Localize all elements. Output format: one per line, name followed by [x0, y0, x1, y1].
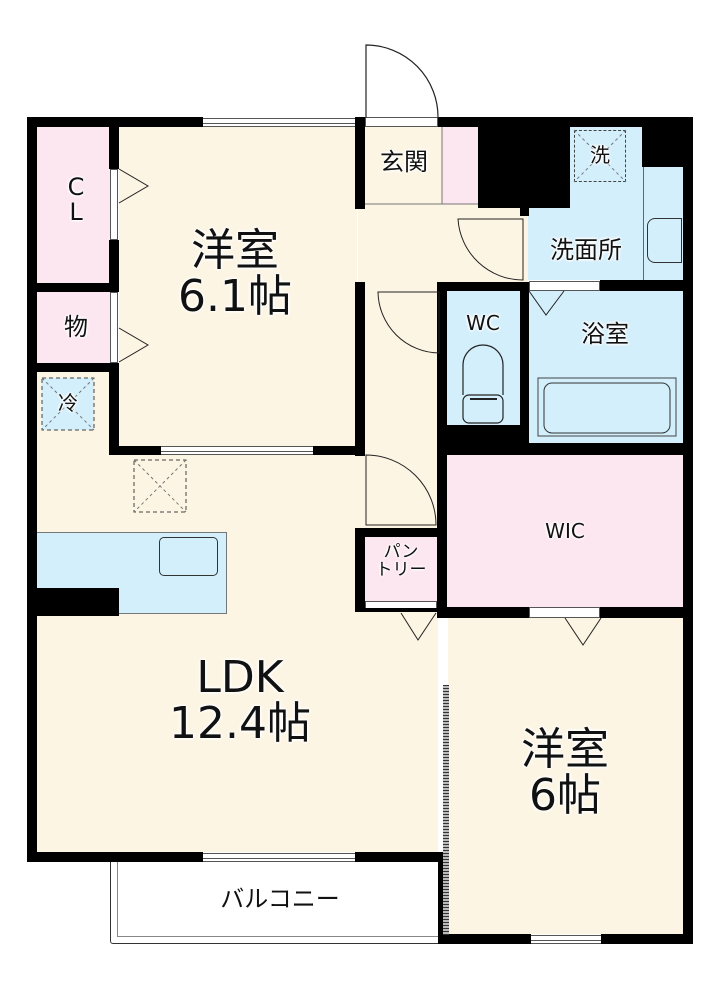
balcony-label: バルコニー — [220, 885, 340, 913]
room2-sliding-wall — [443, 685, 449, 935]
closet-label-line2: L — [69, 198, 83, 227]
pantry-label: パン トリー — [363, 542, 439, 580]
wall-cl-right — [109, 117, 119, 169]
window-room1-bottom — [161, 446, 313, 455]
toilet-label: WC — [466, 311, 500, 335]
wic-door-gap — [529, 607, 600, 618]
outer-wall-bottom-ldk — [27, 852, 203, 862]
pantry-area — [365, 536, 437, 601]
western-room-1-name: 洋室 — [191, 225, 279, 276]
outer-wall-bottom-ldk-r — [355, 852, 448, 862]
wall-wic-bottom-r — [600, 607, 693, 618]
ldk-name: LDK — [196, 652, 284, 703]
window-room2-bottom — [531, 935, 601, 944]
bathroom-label: 浴室 — [581, 320, 629, 348]
storage-door-gap — [110, 292, 118, 363]
western-room-1-label: 洋室 6.1帖 — [160, 225, 310, 323]
wall-wc-top — [437, 282, 528, 291]
pantry-label-line1: パン — [383, 542, 419, 562]
vanity-basin — [647, 218, 682, 263]
closet-door-gap — [110, 169, 118, 240]
entrance-step — [442, 126, 478, 204]
pipe-space-2 — [642, 117, 683, 167]
western-room-2-label: 洋室 6帖 — [490, 724, 640, 822]
wall-room1-right-2 — [355, 282, 365, 455]
storage-label: 物 — [64, 313, 88, 341]
ldk-size: 12.4帖 — [169, 698, 311, 750]
wall-cl-bottom — [27, 283, 119, 292]
entrance-door-gap — [365, 117, 438, 127]
kitchen-sink — [159, 537, 218, 576]
wall-pantry-bottom — [355, 608, 447, 612]
wall-pantry-top — [355, 528, 445, 537]
washroom-label: 洗面所 — [550, 236, 622, 264]
wall-room1-bottom-l — [109, 446, 161, 455]
window-ldk-bottom — [203, 853, 355, 862]
balcony-area — [110, 862, 440, 944]
wall-room1-right — [355, 117, 365, 209]
outer-wall-left — [27, 117, 37, 860]
wic-label: WIC — [545, 519, 585, 543]
wall-pantry-left — [355, 528, 365, 610]
bathroom-area — [528, 291, 683, 443]
window-room1-top — [203, 118, 355, 127]
western-room-2-name: 洋室 — [521, 724, 609, 775]
wall-wash-left — [520, 208, 529, 216]
outer-wall-bottom-room2 — [438, 934, 531, 944]
outer-wall-bottom-room2-r — [601, 934, 693, 944]
fridge-label: 冷 — [58, 391, 78, 415]
closet-area — [36, 126, 116, 283]
vanity-counter — [643, 167, 683, 280]
western-room-2-area — [448, 618, 683, 934]
wall-hall-left-lower — [355, 446, 365, 456]
wall-room1-bottom-r — [313, 446, 365, 455]
wall-storage-bottom — [27, 363, 119, 372]
western-room-1-size: 6.1帖 — [178, 271, 292, 323]
ldk-label: LDK 12.4帖 — [155, 652, 325, 750]
pantry-label-line2: トリー — [375, 559, 427, 580]
wall-bath-bottom — [437, 443, 693, 455]
washer-label: 洗 — [590, 143, 610, 167]
wall-wic-bottom-l — [437, 607, 529, 618]
balcony-inner-rail — [117, 862, 440, 937]
closet-label: C L — [48, 173, 104, 227]
wall-room1-left-lower — [109, 363, 119, 455]
wic-area — [446, 455, 683, 608]
outer-wall-right — [683, 117, 693, 944]
wall-cl-right-2 — [109, 240, 119, 292]
closet-label-line1: C — [67, 173, 85, 201]
western-room-2-size: 6帖 — [529, 770, 601, 822]
wall-wc-right — [520, 282, 529, 455]
entrance-label: 玄関 — [380, 148, 428, 176]
pipe-space — [478, 117, 570, 208]
storage-area — [36, 291, 116, 363]
kitchen-wall — [28, 588, 119, 616]
wall-wash-bottom — [600, 280, 693, 291]
bath-door-gap — [529, 281, 600, 291]
